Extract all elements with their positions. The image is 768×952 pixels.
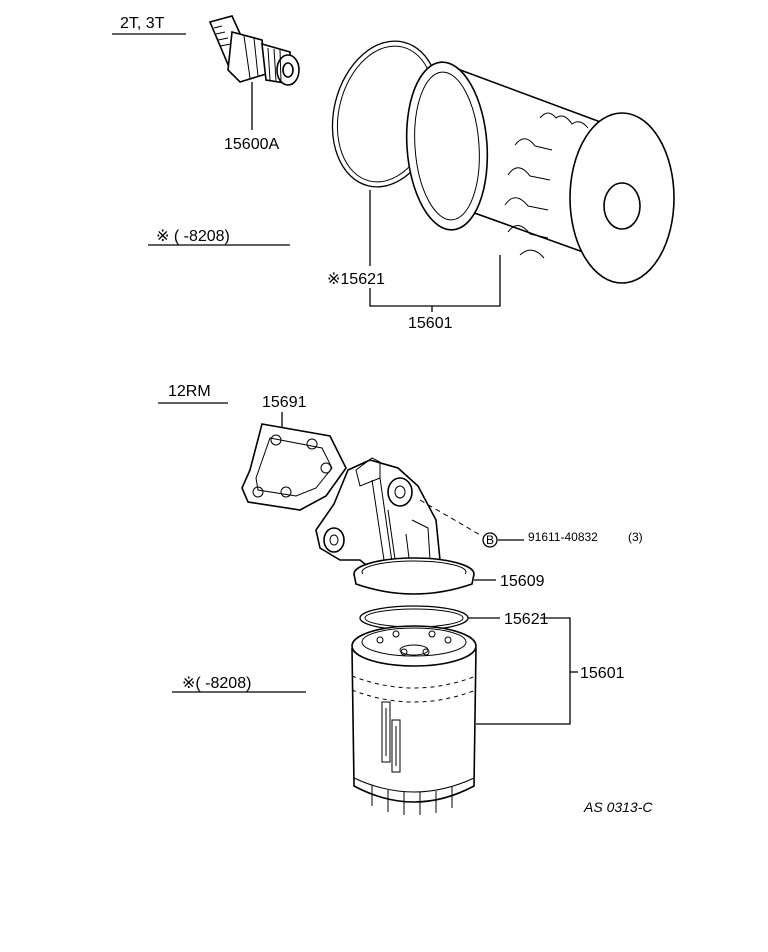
model-label-12rm: 12RM [168,383,211,400]
oil-filter-top-drawing [405,61,675,284]
oil-filter-bottom-drawing [351,625,477,815]
part-label-91611-40832: 91611-40832 [528,530,598,544]
bracket-gasket-drawing [241,423,347,511]
filter-top-bracket [369,255,501,307]
bolt-leader-dashed [419,499,483,537]
date-note-top: ※ ( -8208) [156,228,230,245]
model-label-2t-3t: 2T, 3T [120,15,165,32]
oil-pressure-switch-drawing [208,15,300,86]
part-label-15691: 15691 [262,394,307,411]
filter-base-gasket-drawing [353,557,475,595]
reference-code: AS 0313-C [583,799,653,815]
filter-bracket-drawing [315,457,441,579]
part-label-gasket-top: ※15621 [327,271,385,288]
part-label-filter-top: 15601 [408,315,453,332]
bolt-marker-letter: B [486,533,494,547]
bolt-quantity: (3) [628,530,643,544]
gasket-ring-bottom-inner [364,608,464,628]
filter-bottom-bracket [476,617,571,725]
date-note-bottom: ※( -8208) [182,675,251,692]
part-label-15600A: 15600A [224,136,279,153]
part-label-filter-bottom: 15601 [580,665,625,682]
part-label-gasket-bottom: 15621 [504,611,549,628]
bolt-marker-circle [482,532,498,548]
part-label-15609: 15609 [500,573,545,590]
